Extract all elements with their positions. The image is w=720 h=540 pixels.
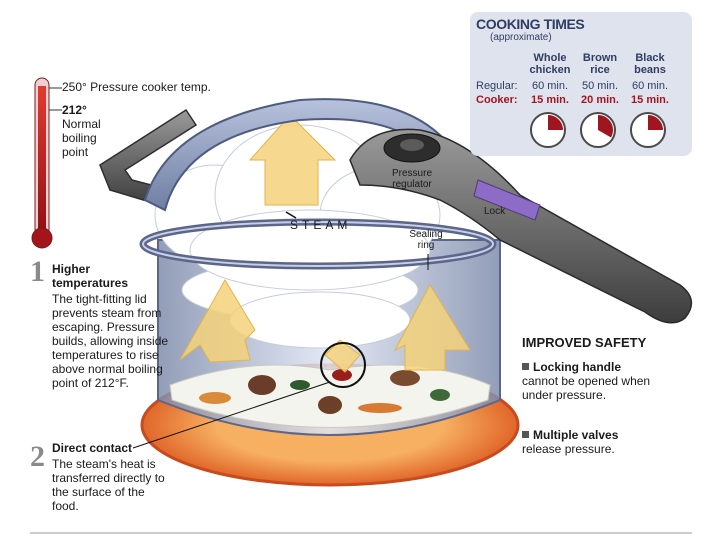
step-2-number: 2 [30,440,45,473]
column-whole-chicken: Whole chicken [529,52,571,76]
cooker-time-chicken: 15 min. [531,94,569,106]
lid-left-handle [99,108,198,206]
lock-label: Lock [484,206,506,217]
cooking-times-title: COOKING TIMES [476,16,585,32]
row-label-cooker: Cooker: [476,94,518,106]
cooker-time-rice: 20 min. [581,94,619,106]
boiling-temp-label: 212° [62,103,87,117]
safety-item-2-title: Multiple valves [533,428,619,442]
step-1-title: Higher temperatures [52,262,129,290]
contact-highlight [320,342,366,388]
lock-button [473,179,541,221]
safety-item-2-text: release pressure. [522,442,615,456]
boiling-point-label: Normal boiling point [62,117,101,159]
pressure-temp-label: 250° Pressure cooker temp. [62,80,211,94]
safety-item-1-text: cannot be opened when under pressure. [522,374,651,402]
clock-time-wedge [598,115,614,138]
safety-item-1-title: Locking handle [533,360,622,374]
column-brown-rice: Brown rice [582,52,618,76]
step-1-number: 1 [30,255,45,288]
regular-time-rice: 50 min. [581,80,619,92]
steam-arrows [179,114,471,373]
cooking-times-subtitle: (approximate) [490,32,552,43]
column-black-beans: Black beans [634,52,666,76]
safety-title: IMPROVED SAFETY [522,335,647,350]
pressure-regulator-label: Pressure regulator [391,168,432,190]
bullet-square-icon [522,431,529,438]
bullet-square-icon [522,363,529,370]
step-2-text: The steam's heat is transferred directly… [52,457,165,513]
thermometer [31,77,62,249]
sealing-ring-label: Sealing ring [409,229,443,251]
cooker-time-beans: 15 min. [631,94,669,106]
regular-time-chicken: 60 min. [531,80,569,92]
clock-time-wedge [648,115,663,130]
step-2-title: Direct contact [52,441,133,455]
rice-and-food [169,364,491,428]
clock-rice-icon [580,112,616,148]
clock-chicken-icon [530,112,566,148]
step-1-text: The tight-fitting lid prevents steam fro… [52,292,169,390]
clock-time-wedge [548,115,563,130]
row-label-regular: Regular: [476,80,518,92]
lid-right-handle [349,128,693,324]
clock-beans-icon [630,112,666,148]
regular-time-beans: 60 min. [631,80,669,92]
steam-label: STEAM [290,218,352,232]
safety-item-locking-handle: Locking handle cannot be opened when und… [522,360,652,402]
safety-item-valves: Multiple valves release pressure. [522,428,642,456]
